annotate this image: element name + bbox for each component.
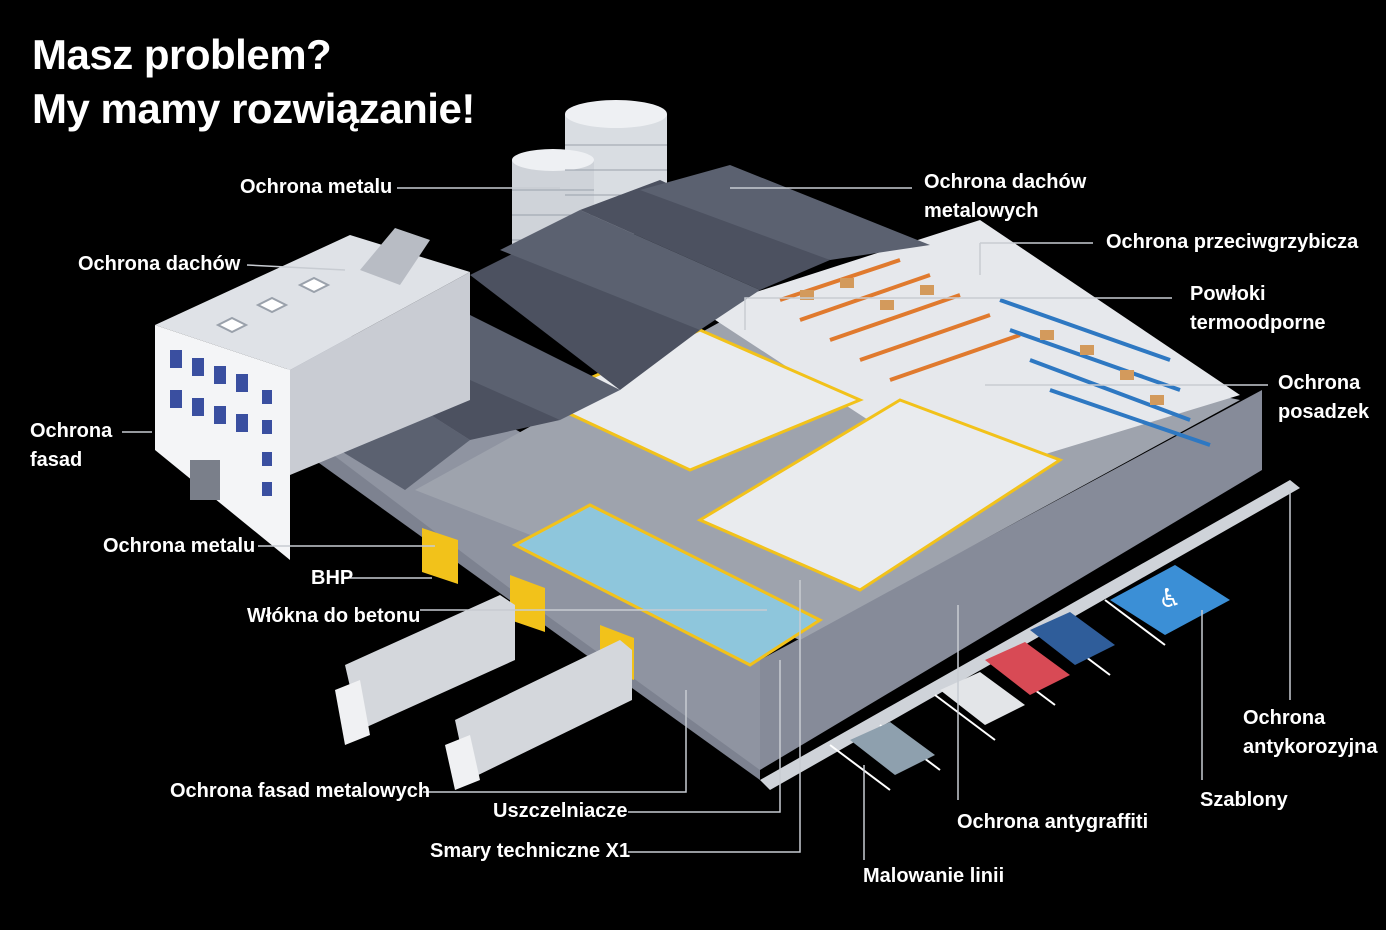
pallet-racks: [779, 258, 1211, 447]
label-posadzek-line-2: posadzek: [1278, 401, 1370, 423]
label-antykorozyjna-line-1: Ochrona: [1243, 707, 1326, 729]
trucks: [335, 595, 632, 790]
label-ochrona-przeciwgrzybicza: Ochrona przeciwgrzybicza: [1106, 231, 1359, 253]
label-smary-techniczne: Smary techniczne X1: [430, 840, 631, 862]
label-ochrona-metalu-top: Ochrona metalu: [240, 176, 393, 198]
label-antykorozyjna-line-2: antykorozyjna: [1243, 736, 1378, 758]
svg-text:♿: ♿: [1158, 584, 1181, 614]
label-ochrona-metalu-left: Ochrona metalu: [103, 535, 256, 557]
headline: Masz problem? My mamy rozwiązanie!: [32, 28, 475, 136]
label-wlokna-do-betonu: Włókna do betonu: [247, 605, 421, 627]
label-dachy-met-line-2: metalowych: [924, 200, 1039, 222]
label-ochrona-dachow: Ochrona dachów: [78, 253, 241, 275]
label-powloki-termoodporne: Powłoki termoodporne: [1190, 280, 1326, 338]
label-malowanie-linii: Malowanie linii: [863, 865, 1005, 887]
label-ochrona-antygraffiti: Ochrona antygraffiti: [957, 811, 1149, 833]
label-ochrona-posadzek: Ochrona posadzek: [1278, 369, 1369, 427]
label-uszczelniacze: Uszczelniacze: [493, 800, 628, 822]
label-termo-line-1: Powłoki: [1190, 283, 1266, 305]
headline-line-2: My mamy rozwiązanie!: [32, 85, 475, 132]
label-ochrona-antykorozyjna: Ochrona antykorozyjna: [1243, 704, 1377, 762]
leader-lines: [122, 187, 1291, 860]
label-ochrona-fasad: Ochrona fasad: [30, 417, 112, 475]
parking-area: ♿: [829, 565, 1230, 791]
label-bhp: BHP: [311, 567, 354, 589]
label-ochrona-fasad-line-1: Ochrona: [30, 420, 113, 442]
label-ochrona-fasad-metalowych: Ochrona fasad metalowych: [170, 780, 431, 802]
label-termo-line-2: termoodporne: [1190, 312, 1326, 334]
office-building: [155, 228, 470, 560]
label-ochrona-fasad-line-2: fasad: [30, 449, 83, 471]
label-dachy-met-line-1: Ochrona dachów: [924, 171, 1087, 193]
label-ochrona-dachow-metalowych: Ochrona dachów metalowych: [924, 168, 1086, 226]
label-posadzek-line-1: Ochrona: [1278, 372, 1361, 394]
label-szablony: Szablony: [1200, 789, 1288, 811]
headline-line-1: Masz problem?: [32, 31, 332, 78]
